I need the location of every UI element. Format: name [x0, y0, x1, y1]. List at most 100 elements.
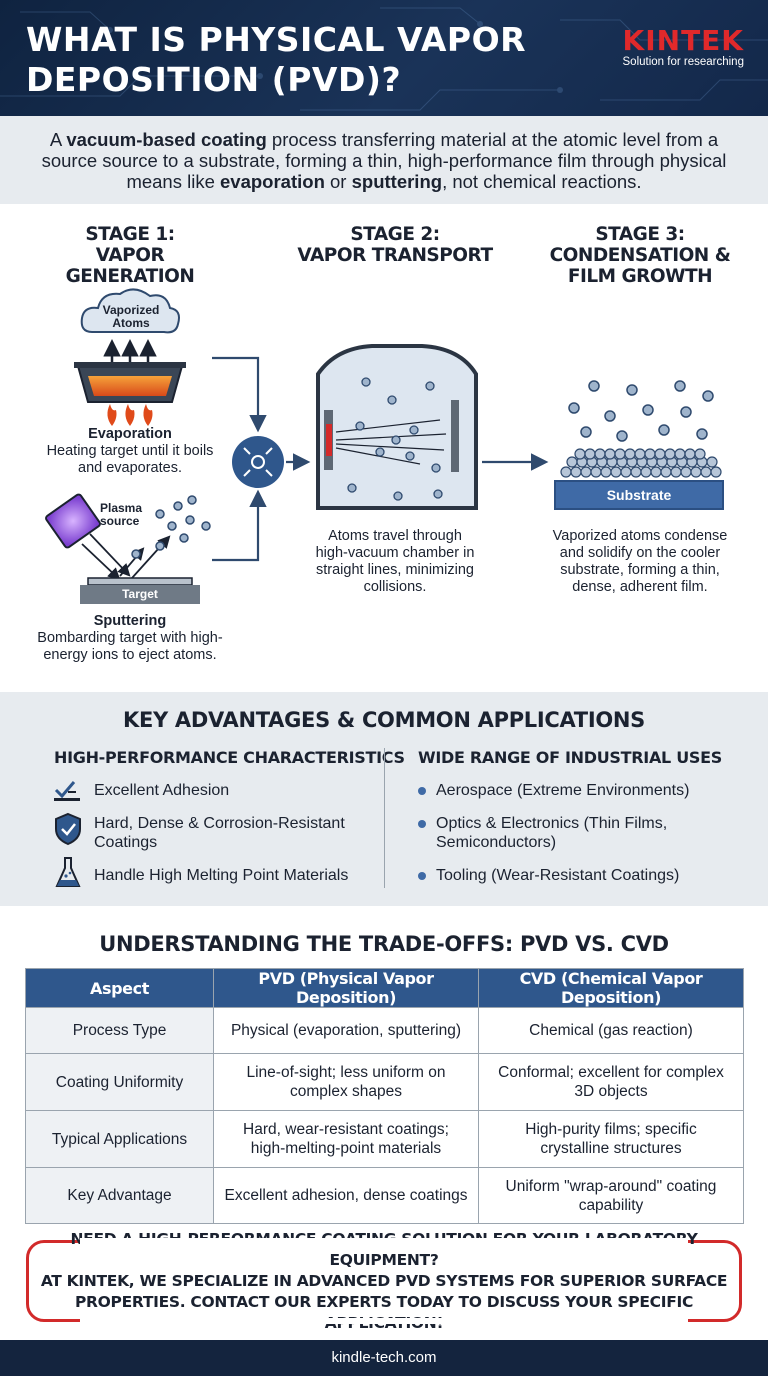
brand-logo: KINTEK [622, 24, 744, 57]
char-item-1: Excellent Adhesion [94, 782, 230, 799]
target-block: Target [80, 585, 200, 604]
film-atom [700, 466, 712, 478]
film-atom [604, 448, 616, 460]
film-atom [664, 448, 676, 460]
page-title: WHAT IS PHYSICAL VAPOR DEPOSITION (PVD)? [26, 20, 527, 99]
bullet-icon [418, 872, 426, 880]
film-atom [690, 466, 702, 478]
cta-bottom-gap [80, 1318, 688, 1324]
film-atom [670, 466, 682, 478]
film-atom [694, 448, 706, 460]
vapor-cloud-icon [80, 288, 180, 334]
footer-url[interactable]: kindle-tech.com [331, 1349, 437, 1366]
film-atom [680, 466, 692, 478]
uses-heading: WIDE RANGE OF INDUSTRIAL USES [418, 748, 722, 767]
film-atom [660, 466, 672, 478]
advantages-title: KEY ADVANTAGES & COMMON APPLICATIONS [122, 708, 645, 732]
char-item-3: Handle High Melting Point Materials [94, 867, 349, 884]
table-row: Coating Uniformity Line-of-sight; less u… [25, 1053, 744, 1111]
film-atom [614, 448, 626, 460]
cell-pvd: Hard, wear-resistant coatings;high-melti… [213, 1110, 479, 1168]
intro-text: A vacuum-based coating process transferr… [41, 128, 727, 192]
advantages-section: KEY ADVANTAGES & COMMON APPLICATIONS HIG… [0, 692, 768, 906]
cta-top-gap [80, 1238, 688, 1244]
plasma-source-icon [45, 493, 101, 549]
film-atom [610, 466, 622, 478]
brand-tagline: Solution for researching [622, 56, 744, 68]
cell-pvd: Physical (evaporation, sputtering) [213, 1007, 479, 1054]
cell-aspect: Key Advantage [25, 1167, 214, 1224]
tradeoffs-title: UNDERSTANDING THE TRADE-OFFS: PVD VS. CV… [99, 932, 669, 956]
film-atom [674, 448, 686, 460]
adhesion-icon [54, 781, 80, 801]
film-atom [584, 448, 596, 460]
use-item-1: Aerospace (Extreme Environments) [436, 782, 690, 799]
film-atom [560, 466, 572, 478]
pvd-process-diagram [45, 288, 722, 586]
header-banner: WHAT IS PHYSICAL VAPOR DEPOSITION (PVD)?… [0, 0, 768, 116]
vacuum-chamber-icon [316, 344, 478, 510]
stage-2-title: STAGE 2:VAPOR TRANSPORT [297, 224, 493, 266]
header-cvd: CVD (Chemical Vapor Deposition) [478, 968, 744, 1008]
intro-panel: A vacuum-based coating process transferr… [0, 116, 768, 204]
cell-cvd: Chemical (gas reaction) [478, 1007, 744, 1054]
film-atom [620, 466, 632, 478]
bullet-icon [418, 820, 426, 828]
cta-box[interactable]: NEED A HIGH-PERFORMANCE COATING SOLUTION… [26, 1230, 742, 1332]
brand-block: KINTEK Solution for researching [622, 24, 744, 69]
film-atom [706, 456, 718, 468]
film-atom [574, 448, 586, 460]
stage-1-title: STAGE 1:VAPOR GENERATION [65, 224, 195, 287]
flame-icon [107, 404, 153, 426]
substrate-block: Substrate [554, 480, 724, 510]
film-atom [650, 466, 662, 478]
film-atom [684, 448, 696, 460]
hub-icon [232, 436, 284, 488]
film-atom [580, 466, 592, 478]
film-atom [624, 448, 636, 460]
film-atom [640, 466, 652, 478]
table-row: Process Type Physical (evaporation, sput… [25, 1007, 744, 1054]
film-layer [560, 448, 722, 478]
tradeoffs-section: UNDERSTANDING THE TRADE-OFFS: PVD VS. CV… [0, 906, 768, 1228]
footer-bar: kindle-tech.com [0, 1340, 768, 1376]
film-atom [630, 466, 642, 478]
stage-3-title: STAGE 3:CONDENSATION &FILM GROWTH [549, 224, 731, 287]
cell-aspect: Coating Uniformity [25, 1053, 214, 1111]
crucible-icon [74, 362, 186, 403]
table-row: Key Advantage Excellent adhesion, dense … [25, 1167, 744, 1224]
film-atom [644, 448, 656, 460]
cell-aspect: Process Type [25, 1007, 214, 1054]
header-aspect: Aspect [25, 968, 214, 1008]
film-atom [566, 456, 578, 468]
film-atoms-icon [568, 380, 714, 442]
use-item-3: Tooling (Wear-Resistant Coatings) [436, 867, 680, 884]
cell-pvd: Excellent adhesion, dense coatings [213, 1167, 479, 1224]
flask-icon [55, 857, 81, 887]
comparison-table: Aspect PVD (Physical Vapor Deposition) C… [25, 968, 744, 1224]
film-atom [590, 466, 602, 478]
bullet-icon [418, 787, 426, 795]
film-atom [600, 466, 612, 478]
table-header-row: Aspect PVD (Physical Vapor Deposition) C… [25, 968, 744, 1008]
film-atom [710, 466, 722, 478]
film-atom [570, 466, 582, 478]
shield-check-icon [55, 812, 81, 846]
film-atom [594, 448, 606, 460]
cell-aspect: Typical Applications [25, 1110, 214, 1168]
header-pvd: PVD (Physical Vapor Deposition) [213, 968, 479, 1008]
circuit-pattern [0, 7, 768, 111]
film-atom [654, 448, 666, 460]
characteristics-heading: HIGH-PERFORMANCE CHARACTERISTICS [54, 748, 405, 767]
